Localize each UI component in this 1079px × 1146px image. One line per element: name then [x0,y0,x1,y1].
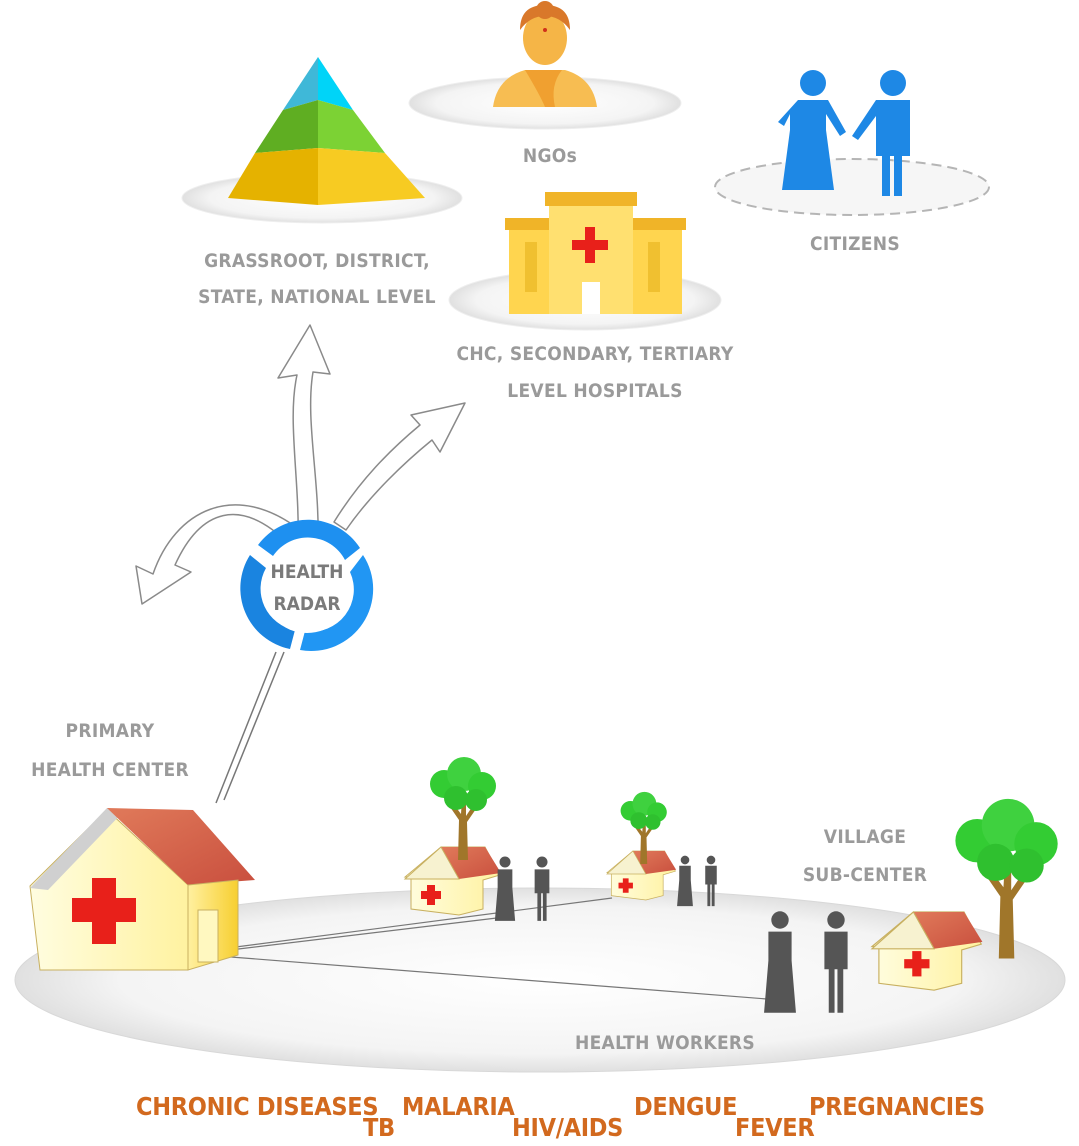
citizens-label: CITIZENS [809,233,900,255]
disease-label: PREGNANCIES [809,1092,985,1121]
hospitals-label-line2: LEVEL HOSPITALS [507,380,683,402]
tree-icon [430,757,496,860]
citizens-base-ellipse [714,158,990,216]
health-workers-label: HEALTH WORKERS [574,1032,756,1054]
sub-center-house-icon [870,911,983,991]
village-label-line1: VILLAGE [823,826,907,848]
disease-label: FEVER [735,1113,815,1142]
disease-label: MALARIA [402,1092,515,1121]
hospital-building-icon [505,192,686,314]
ngos-label: NGOs [522,145,578,167]
village-label-line2: SUB-CENTER [802,864,928,886]
radar-label-line1: HEALTH [270,561,344,583]
phc-label-line1: PRIMARY [65,720,155,742]
sub-center-house-icon [403,846,501,916]
disease-label: TB [363,1113,395,1142]
pyramid-label-line2: STATE, NATIONAL LEVEL [198,286,436,308]
pyramid-icon [228,57,425,205]
health-radar-logo-icon [240,519,374,652]
phc-label-line2: HEALTH CENTER [31,759,189,781]
disease-label: HIV/AIDS [512,1113,624,1142]
hospitals-label-line1: CHC, SECONDARY, TERTIARY [456,343,734,365]
primary-health-center-icon [29,808,255,971]
ngo-woman-icon [493,1,597,107]
pyramid-label-line1: GRASSROOT, DISTRICT, [204,250,430,272]
link-lines [215,651,285,804]
arrow-icon [135,324,466,605]
disease-label: CHRONIC DISEASES [136,1092,379,1121]
disease-label: DENGUE [634,1092,738,1121]
citizens-couple-icon [778,70,910,196]
radar-label-line2: RADAR [273,593,341,615]
